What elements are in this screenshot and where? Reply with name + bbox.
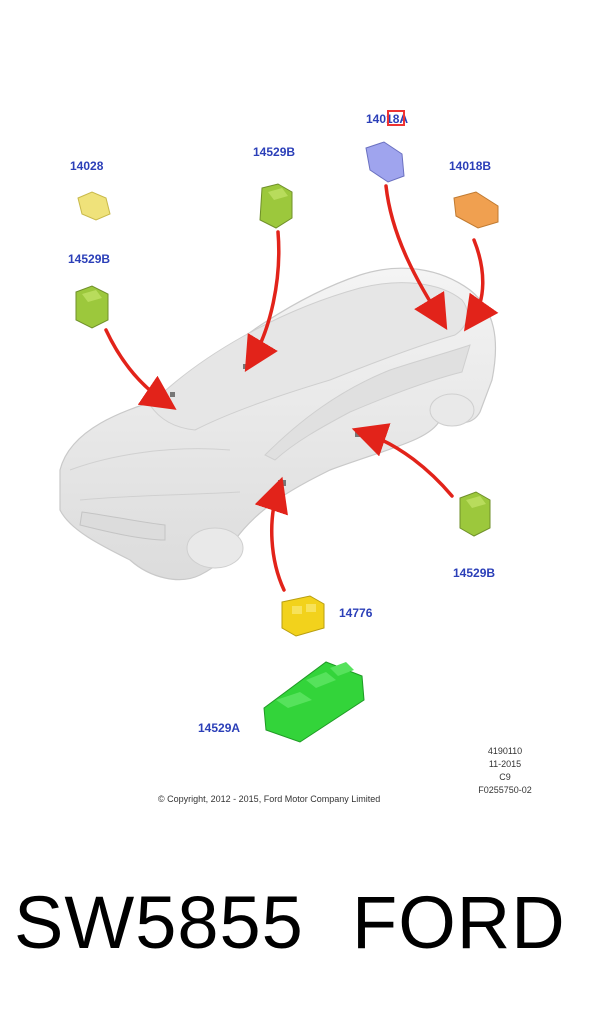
- caption: SW5855 FORD: [0, 880, 600, 990]
- part-number: SW5855: [14, 881, 304, 964]
- car-illustration: [59, 141, 499, 743]
- switch-14776: [281, 595, 325, 637]
- car-body: [59, 267, 497, 581]
- switch-14018A: [365, 141, 405, 183]
- label-14529B-left: 14529B: [68, 252, 111, 266]
- code-c9: C9: [499, 772, 511, 782]
- switch-14018B: [453, 191, 499, 229]
- switch-14529B-top: [259, 183, 293, 229]
- switch-14028: [77, 191, 111, 221]
- label-14529B-right: 14529B: [453, 566, 496, 580]
- label-14529B-top: 14529B: [253, 145, 296, 159]
- label-14529A: 14529A: [198, 721, 241, 735]
- highlight-box: [387, 110, 405, 126]
- switch-14529A: [263, 661, 365, 743]
- label-14018B: 14018B: [449, 159, 492, 173]
- label-14776: 14776: [339, 606, 373, 620]
- parts-diagram: 14018A 14028 14529B 14018B 14529B 14529B…: [59, 110, 540, 804]
- brand-name: FORD: [352, 881, 566, 964]
- copyright-notice: © Copyright, 2012 - 2015, Ford Motor Com…: [158, 794, 381, 804]
- callout-arrows: [104, 184, 499, 592]
- label-14028: 14028: [70, 159, 104, 173]
- switch-14529B-right: [459, 491, 491, 537]
- code-date: 11-2015: [488, 759, 522, 769]
- switch-14529B-left: [75, 285, 109, 329]
- code-f-number: F0255750-02: [478, 785, 532, 795]
- code-figure: 4190110: [487, 746, 523, 756]
- document-codes: 4190110 11-2015 C9 F0255750-02: [470, 745, 540, 797]
